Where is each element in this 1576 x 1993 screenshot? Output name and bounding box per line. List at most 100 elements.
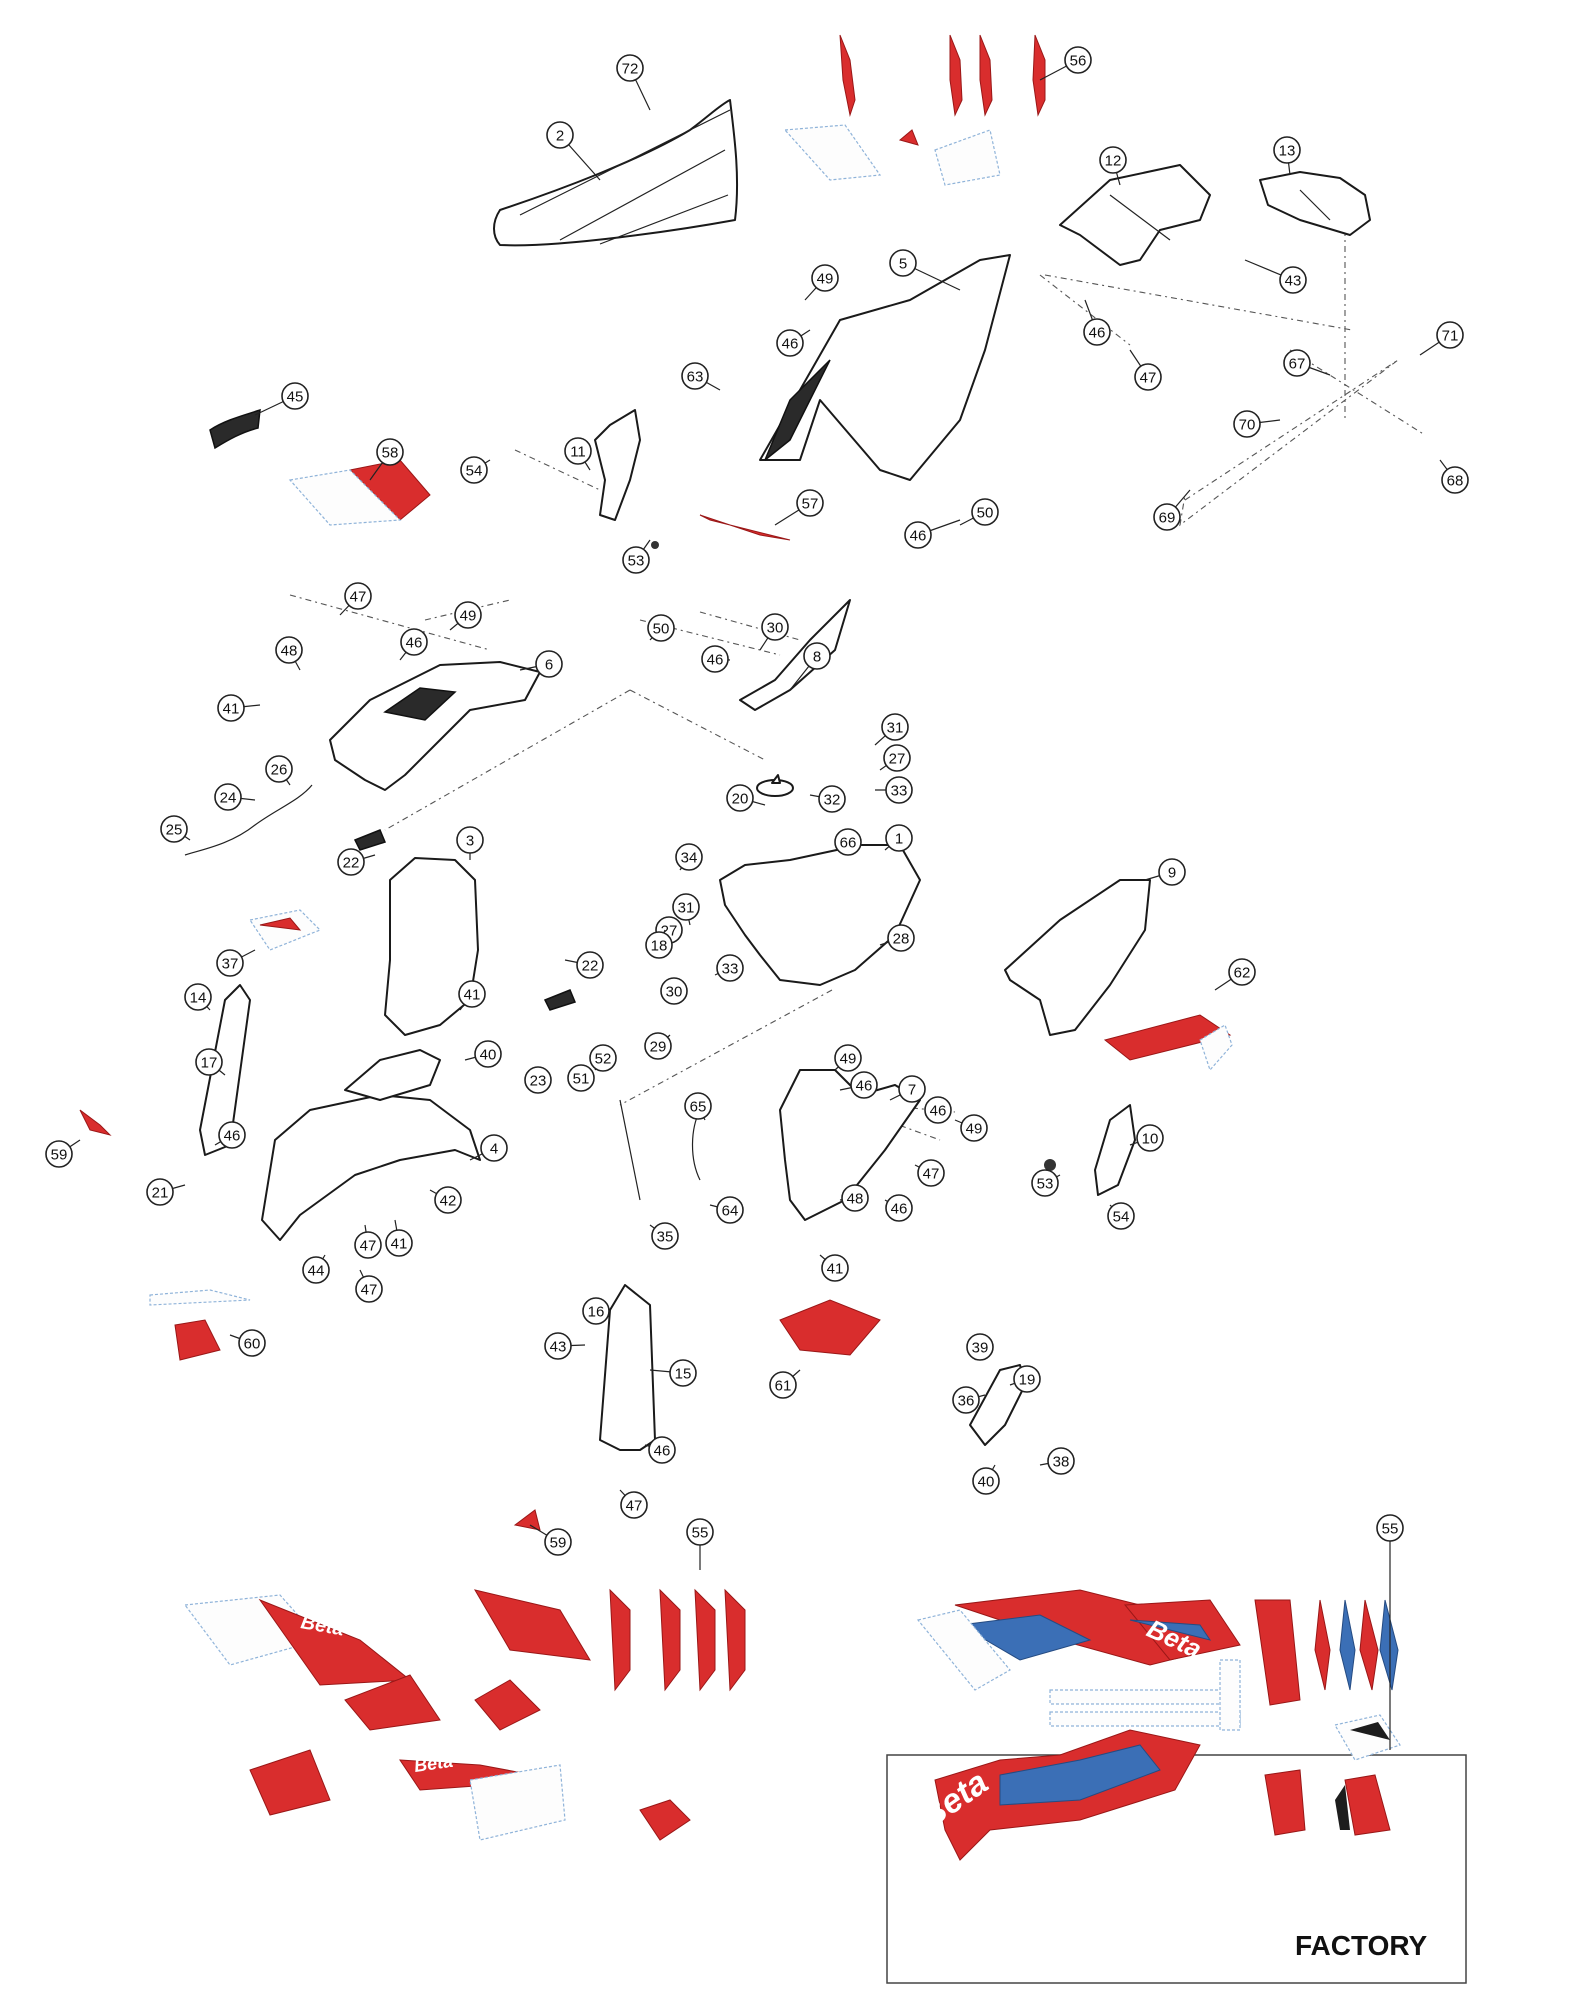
callout-number: 70 (1239, 417, 1256, 434)
callout-number: 39 (972, 1340, 989, 1357)
callout-number: 54 (1113, 1209, 1130, 1226)
callout-circle (620, 1491, 648, 1519)
callout-70: 70 (1233, 410, 1281, 438)
callout-11: 11 (564, 437, 592, 471)
callout-30: 30 (660, 977, 688, 1005)
callout-22: 22 (564, 951, 604, 979)
callout-circle (582, 1297, 610, 1325)
callout-circle (217, 694, 245, 722)
callout-circle (885, 824, 913, 852)
callout-circle (1233, 410, 1261, 438)
callout-circle (716, 954, 744, 982)
callout-number: 47 (626, 1498, 643, 1515)
callout-number: 18 (651, 938, 668, 955)
callout-circle (460, 456, 488, 484)
callout-circle (434, 1186, 462, 1214)
callout-number: 46 (782, 336, 799, 353)
callout-number: 63 (687, 369, 704, 386)
callout-65: 65 (684, 1092, 712, 1121)
callout-number: 3 (466, 833, 474, 850)
callout-number: 7 (908, 1082, 916, 1099)
callout-number: 67 (1289, 356, 1306, 373)
callout-3: 3 (456, 826, 484, 860)
callout-number: 59 (550, 1535, 567, 1552)
callout-circle (883, 744, 911, 772)
callout-circle (898, 1075, 926, 1103)
callout-circle (971, 498, 999, 526)
callout-34: 34 (675, 843, 703, 871)
callout-number: 11 (570, 444, 586, 461)
callout-39: 39 (966, 1333, 994, 1361)
callout-number: 51 (573, 1071, 590, 1088)
callout-circle (796, 489, 824, 517)
callout-21: 21 (146, 1178, 186, 1206)
callout-23: 23 (524, 1066, 552, 1094)
rear-fender (1059, 164, 1371, 266)
callout-54: 54 (460, 456, 491, 484)
callout-number: 50 (653, 621, 670, 638)
callout-43: 43 (1244, 259, 1307, 294)
callout-26: 26 (265, 755, 293, 786)
callout-circle (146, 1178, 174, 1206)
callout-circle (400, 628, 428, 656)
callout-number: 55 (692, 1525, 709, 1542)
callout-46: 46 (839, 1071, 878, 1099)
callout-circle (265, 755, 293, 783)
callout-circle (564, 437, 592, 465)
callout-number: 40 (480, 1047, 497, 1064)
callout-64: 64 (709, 1196, 744, 1224)
side-panel-rear (759, 254, 1011, 481)
callout-number: 32 (824, 792, 841, 809)
callout-circle (45, 1140, 73, 1168)
callout-circle (622, 546, 650, 574)
callout-circle (616, 54, 644, 82)
callout-38: 38 (1039, 1447, 1075, 1475)
callout-circle (917, 1159, 945, 1187)
callout-31: 31 (874, 713, 909, 746)
callout-circle (474, 1040, 502, 1068)
callout-number: 36 (958, 1393, 975, 1410)
callout-42: 42 (429, 1186, 462, 1214)
callout-circle (1153, 503, 1181, 531)
callout-circle (544, 1332, 572, 1360)
assembly-lines (289, 230, 1426, 1141)
callout-51: 51 (567, 1064, 595, 1092)
callout-71: 71 (1419, 321, 1464, 356)
callout-circle (924, 1096, 952, 1124)
callout-number: 43 (1285, 273, 1302, 290)
callout-circle (1064, 46, 1092, 74)
callout-12: 12 (1099, 146, 1127, 186)
callout-circle (669, 1359, 697, 1387)
callout-number: 59 (51, 1147, 68, 1164)
callout-number: 27 (889, 751, 906, 768)
callout-circle (184, 983, 212, 1011)
callout-4: 4 (469, 1134, 508, 1162)
callout-number: 23 (530, 1073, 547, 1090)
callout-66: 66 (834, 828, 862, 856)
callout-32: 32 (809, 785, 846, 813)
callout-40: 40 (972, 1464, 1000, 1495)
callout-number: 30 (767, 620, 784, 637)
callout-number: 33 (722, 961, 739, 978)
callout-number: 38 (1053, 1454, 1070, 1471)
callout-circle (567, 1064, 595, 1092)
callout-circle (769, 1371, 797, 1399)
callout-circle (726, 784, 754, 812)
callout-circle (834, 828, 862, 856)
callout-number: 25 (166, 822, 183, 839)
callout-44: 44 (302, 1254, 330, 1284)
bracket-11 (594, 409, 641, 521)
callout-circle (546, 121, 574, 149)
callout-25: 25 (160, 815, 191, 843)
callout-number: 42 (440, 1193, 457, 1210)
callout-circle (385, 1229, 413, 1257)
front-fender (261, 1049, 481, 1241)
callout-36: 36 (952, 1386, 986, 1414)
callout-33: 33 (714, 954, 744, 982)
callout-number: 47 (923, 1166, 940, 1183)
callout-number: 35 (657, 1229, 674, 1246)
callout-circle (841, 1184, 869, 1212)
callout-circle (821, 1254, 849, 1282)
callout-45: 45 (254, 382, 309, 416)
